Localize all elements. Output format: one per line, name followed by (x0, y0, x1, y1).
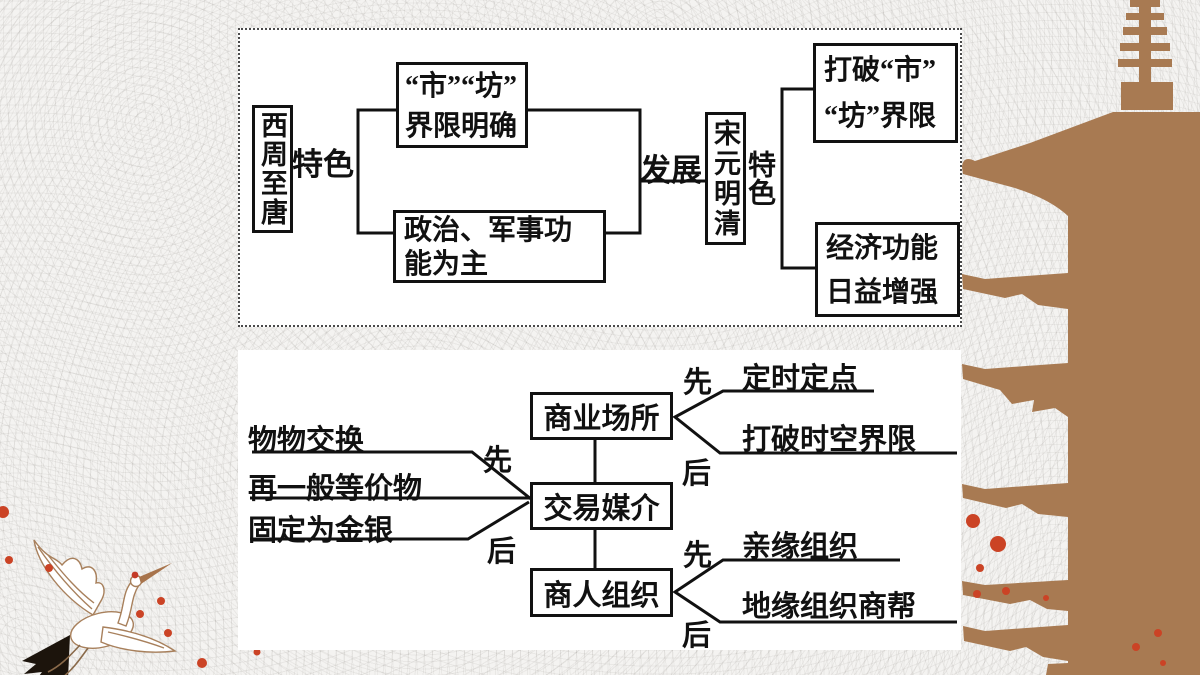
org-first-label: 先 (683, 540, 713, 572)
red-ink-dots (0, 506, 1166, 668)
market-fang-line2: 界限明确 (405, 111, 518, 142)
stage2-box: 宋元明清 (705, 112, 746, 245)
crane-icon (22, 539, 177, 675)
place-later-label: 后 (682, 458, 712, 490)
gold-silver-line (250, 500, 530, 541)
break-limits-box: 打破“市” “坊”界限 (813, 43, 958, 143)
place-early-label: 定时定点 (742, 363, 859, 395)
stage1-branch-bracket (356, 108, 396, 235)
political-military-line2: 能为主 (404, 249, 489, 280)
place-late-label: 打破时空界限 (742, 424, 917, 456)
stage1-merge-bracket (528, 108, 642, 235)
place-first-label: 先 (683, 367, 713, 399)
economic-function-line2: 日益增强 (826, 277, 939, 308)
develop-label: 发展 (640, 153, 702, 188)
business-place-box: 商业场所 (530, 392, 673, 440)
stage2-edge-label: 特色 (744, 150, 775, 206)
stage1-edge-label: 特色 (292, 147, 354, 182)
merchant-branch-chevron (672, 558, 957, 624)
merchant-org-box: 商人组织 (530, 568, 673, 617)
stage1-box: 西周至唐 (252, 105, 293, 233)
stage2-branch-bracket (780, 87, 815, 270)
barter-label: 物物交换 (248, 425, 365, 457)
trade-medium-box: 交易媒介 (530, 482, 673, 530)
political-military-box: 政治、军事功 能为主 (393, 210, 606, 283)
org-late-label: 地缘组织商帮 (742, 591, 917, 623)
equivalent-label: 再一般等价物 (248, 473, 423, 505)
gold-silver-label: 固定为金银 (248, 515, 394, 547)
medium-first-label: 先 (483, 445, 513, 477)
org-later-label: 后 (682, 620, 712, 652)
break-limits-line2: “坊”界限 (824, 101, 937, 132)
pagoda-icon (962, 0, 1200, 675)
place-branch-chevron (672, 389, 957, 455)
barter-line (252, 450, 532, 501)
market-fang-line1: “市”“坊” (405, 71, 518, 102)
org-early-label: 亲缘组织 (742, 531, 859, 563)
medium-later-label: 后 (487, 536, 517, 568)
break-limits-line1: 打破“市” (824, 55, 937, 86)
market-fang-box: “市”“坊” 界限明确 (396, 62, 528, 148)
economic-function-box: 经济功能 日益增强 (815, 222, 960, 317)
political-military-line1: 政治、军事功 (404, 215, 573, 246)
economic-function-line1: 经济功能 (826, 233, 939, 264)
